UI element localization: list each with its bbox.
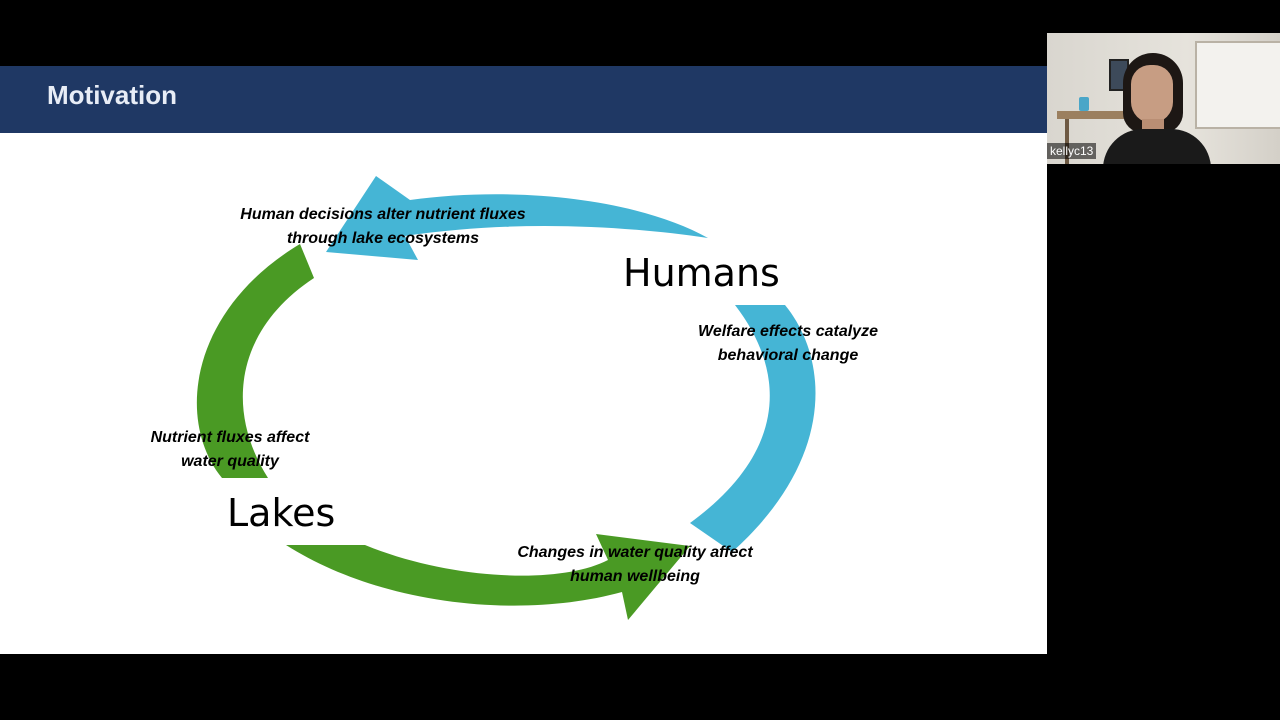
participant-name-tag: kellyc13 <box>1047 143 1097 159</box>
desk-leg <box>1065 119 1069 164</box>
caption-left: Nutrient fluxes affect water quality <box>135 426 325 474</box>
cycle-diagram <box>196 176 816 620</box>
arrow-left-green <box>196 244 314 478</box>
caption-right-line2: behavioral change <box>717 347 859 364</box>
participant-body <box>1103 129 1211 164</box>
caption-right-line1: Welfare effects catalyze <box>698 323 878 340</box>
participant-video-tile[interactable]: kellyc13 <box>1047 33 1280 164</box>
caption-bottom-line2: human wellbeing <box>570 568 700 585</box>
caption-left-line1: Nutrient fluxes affect <box>150 429 310 446</box>
presentation-slide: Motivation Humans Lakes Human decisions … <box>0 66 1047 654</box>
caption-top: Human decisions alter nutrient fluxes th… <box>228 203 538 251</box>
caption-left-line2: water quality <box>181 453 279 470</box>
mug <box>1079 97 1089 111</box>
humans-node-label: Humans <box>623 251 780 295</box>
caption-top-line1: Human decisions alter nutrient fluxes <box>240 206 526 223</box>
caption-bottom-line1: Changes in water quality affect <box>517 544 753 561</box>
caption-top-line2: through lake ecosystems <box>286 230 480 247</box>
title-bar: Motivation <box>0 66 1047 133</box>
arrow-bottom-green <box>286 534 690 620</box>
caption-right: Welfare effects catalyze behavioral chan… <box>683 320 893 368</box>
caption-bottom: Changes in water quality affect human we… <box>500 541 770 589</box>
whiteboard <box>1195 41 1280 129</box>
participant-face <box>1131 65 1173 123</box>
desk <box>1057 111 1137 119</box>
arrow-top-blue <box>326 176 708 260</box>
arrow-right-blue <box>690 305 816 552</box>
lakes-node-label: Lakes <box>227 491 336 535</box>
slide-title: Motivation <box>47 80 177 110</box>
